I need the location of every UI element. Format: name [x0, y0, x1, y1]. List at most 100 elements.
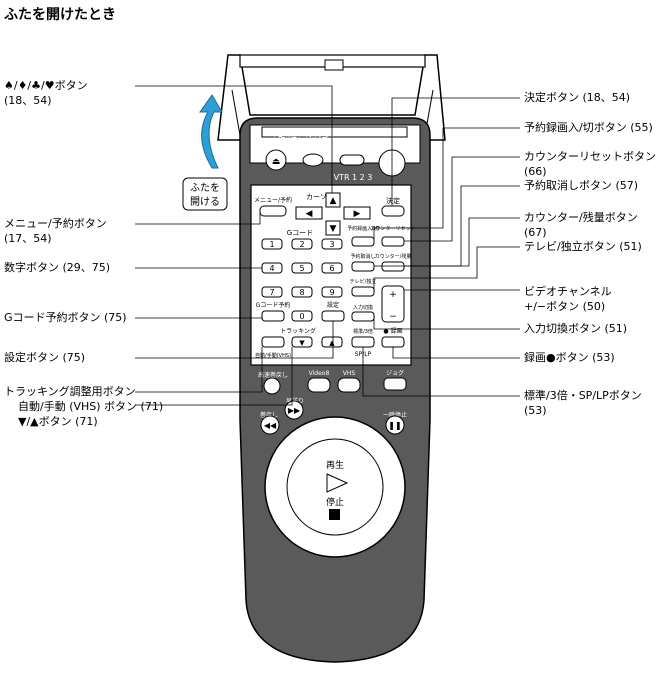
video-channel-rocker[interactable] — [381, 285, 405, 323]
callout-reserve-onoff: 予約録画入/切ボタン (55) — [524, 121, 653, 134]
svg-text:標準/3倍: 標準/3倍 — [353, 328, 373, 335]
svg-text:VTR 1 2 3: VTR 1 2 3 — [334, 173, 373, 182]
gcode-reserve-button[interactable] — [261, 310, 285, 322]
svg-text:カセット取出し: カセット取出し — [251, 135, 300, 144]
reserve-cancel-button[interactable] — [351, 261, 375, 272]
fast-forward-button[interactable] — [284, 400, 304, 420]
cursor-up-button[interactable] — [325, 192, 341, 208]
cursor-down-button[interactable] — [325, 220, 341, 236]
digit-button[interactable] — [291, 262, 313, 274]
cursor-pad: ▲ ▼ ◀ ▶ — [295, 192, 371, 236]
callout-enter: 決定ボタン (18、54) — [524, 91, 631, 104]
svg-text:8: 8 — [299, 288, 304, 297]
cursor-left-button[interactable] — [295, 206, 323, 220]
digit-button[interactable] — [261, 286, 283, 298]
svg-text:4: 4 — [269, 264, 274, 273]
callout-cursor-buttons: ♠/♦/♣/♥ボタン(18、54) — [4, 79, 88, 107]
svg-text:カーソル: カーソル — [306, 193, 334, 201]
svg-text:1: 1 — [269, 240, 274, 249]
svg-text:テレビ/独立: テレビ/独立 — [350, 278, 377, 285]
digit-button[interactable] — [261, 238, 283, 250]
page-title: ふたを開けたとき — [4, 7, 116, 23]
svg-text:9: 9 — [329, 288, 334, 297]
svg-text:7: 7 — [269, 288, 274, 297]
digit-button[interactable] — [291, 310, 313, 322]
svg-text:3: 3 — [329, 240, 334, 249]
svg-text:予約録画入/切: 予約録画入/切 — [347, 225, 379, 232]
digit-button[interactable] — [291, 238, 313, 250]
rewind-button[interactable] — [260, 415, 280, 435]
svg-text:巻戻し: 巻戻し — [260, 411, 278, 419]
svg-text:0: 0 — [299, 312, 304, 321]
record-button[interactable] — [381, 336, 405, 348]
svg-text:Video8: Video8 — [309, 370, 330, 377]
triangle-down-icon: ▼ — [299, 339, 305, 347]
tv-video-button[interactable] — [302, 153, 324, 167]
right-column-buttons: 予約録画入/切 カウンターリセット 予約取消し カウンター/残量 テレビ/独立 … — [347, 225, 416, 323]
eject-button[interactable] — [265, 149, 287, 171]
svg-text:高速巻戻し: 高速巻戻し — [258, 371, 288, 379]
arrow-right-icon: ▶ — [354, 209, 361, 219]
std-3x-button[interactable] — [351, 336, 375, 348]
svg-text:再生: 再生 — [326, 459, 344, 471]
svg-text:決定: 決定 — [386, 196, 400, 205]
svg-text:● 録画: ● 録画 — [383, 327, 402, 335]
lid-open-arrow — [199, 94, 223, 169]
lid-text: ふたを — [190, 182, 220, 194]
svg-text:Gコード予約: Gコード予約 — [256, 301, 291, 309]
fast-forward-icon: ▶▶ — [288, 406, 301, 415]
svg-text:カウンターリセット: カウンターリセット — [370, 225, 415, 232]
tracking-down-button[interactable] — [291, 336, 313, 348]
svg-text:予約取消し: 予約取消し — [350, 253, 375, 260]
arrow-down-icon: ▼ — [330, 224, 337, 234]
svg-text:一時停止: 一時停止 — [383, 411, 407, 419]
pause-button[interactable] — [385, 415, 405, 435]
counter-reset-button[interactable] — [381, 236, 405, 247]
number-pad: 1 2 3 4 5 6 7 8 9 0 — [261, 238, 343, 322]
setting-button[interactable] — [321, 310, 345, 322]
callout-record: 録画●ボタン (53) — [524, 351, 615, 364]
remote-mode-switch[interactable] — [339, 154, 365, 166]
callout-number-buttons: 数字ボタン (29、75) — [4, 261, 111, 274]
svg-text:停止: 停止 — [326, 496, 344, 508]
lid-text: 開ける — [190, 196, 220, 208]
arrow-up-icon: ▲ — [330, 196, 337, 206]
callout-menu-reserve: メニュー/予約ボタン(17、54) — [4, 217, 107, 245]
digit-button[interactable] — [291, 286, 313, 298]
input-switch-button[interactable] — [351, 311, 375, 322]
cursor-right-button[interactable] — [343, 206, 371, 220]
menu-reserve-button[interactable] — [259, 205, 287, 217]
counter-remain-button[interactable] — [381, 261, 405, 272]
svg-text:カウンター/残量: カウンター/残量 — [375, 253, 412, 260]
stop-button[interactable] — [329, 509, 340, 520]
svg-text:入力切換: 入力切換 — [353, 304, 373, 311]
pause-icon: ❚❚ — [388, 421, 401, 430]
callout-video-channel: ビデオチャンネル+/−ボタン (50) — [524, 285, 612, 313]
auto-manual-button[interactable] — [261, 336, 285, 348]
svg-text:6: 6 — [329, 264, 334, 273]
lid-instruction-box — [182, 177, 228, 211]
callout-tv-indep: テレビ/独立ボタン (51) — [524, 240, 642, 253]
callout-input-switch: 入力切換ボタン (51) — [524, 322, 628, 335]
fast-rewind-button[interactable] — [263, 377, 281, 395]
enter-button[interactable] — [381, 205, 405, 217]
vhs-button[interactable] — [337, 377, 361, 393]
tv-indep-button[interactable] — [351, 286, 375, 297]
play-button[interactable] — [326, 473, 349, 493]
callout-setting: 設定ボタン (75) — [4, 351, 86, 364]
digit-button[interactable] — [321, 286, 343, 298]
minus-icon: − — [389, 312, 397, 322]
svg-text:ジョグ: ジョグ — [386, 369, 404, 377]
triangle-up-icon: ▲ — [329, 339, 335, 347]
tracking-up-button[interactable] — [321, 336, 343, 348]
callout-gcode-reserve: Gコード予約ボタン (75) — [4, 311, 127, 324]
jog-button[interactable] — [383, 377, 407, 391]
digit-button[interactable] — [321, 238, 343, 250]
svg-text:メニュー/予約: メニュー/予約 — [254, 196, 292, 204]
svg-text:5: 5 — [299, 264, 304, 273]
digit-button[interactable] — [321, 262, 343, 274]
svg-text:2: 2 — [299, 240, 304, 249]
reserve-onoff-button[interactable] — [351, 236, 375, 247]
video8-button[interactable] — [307, 377, 331, 393]
svg-text:Gコード: Gコード — [287, 229, 313, 237]
